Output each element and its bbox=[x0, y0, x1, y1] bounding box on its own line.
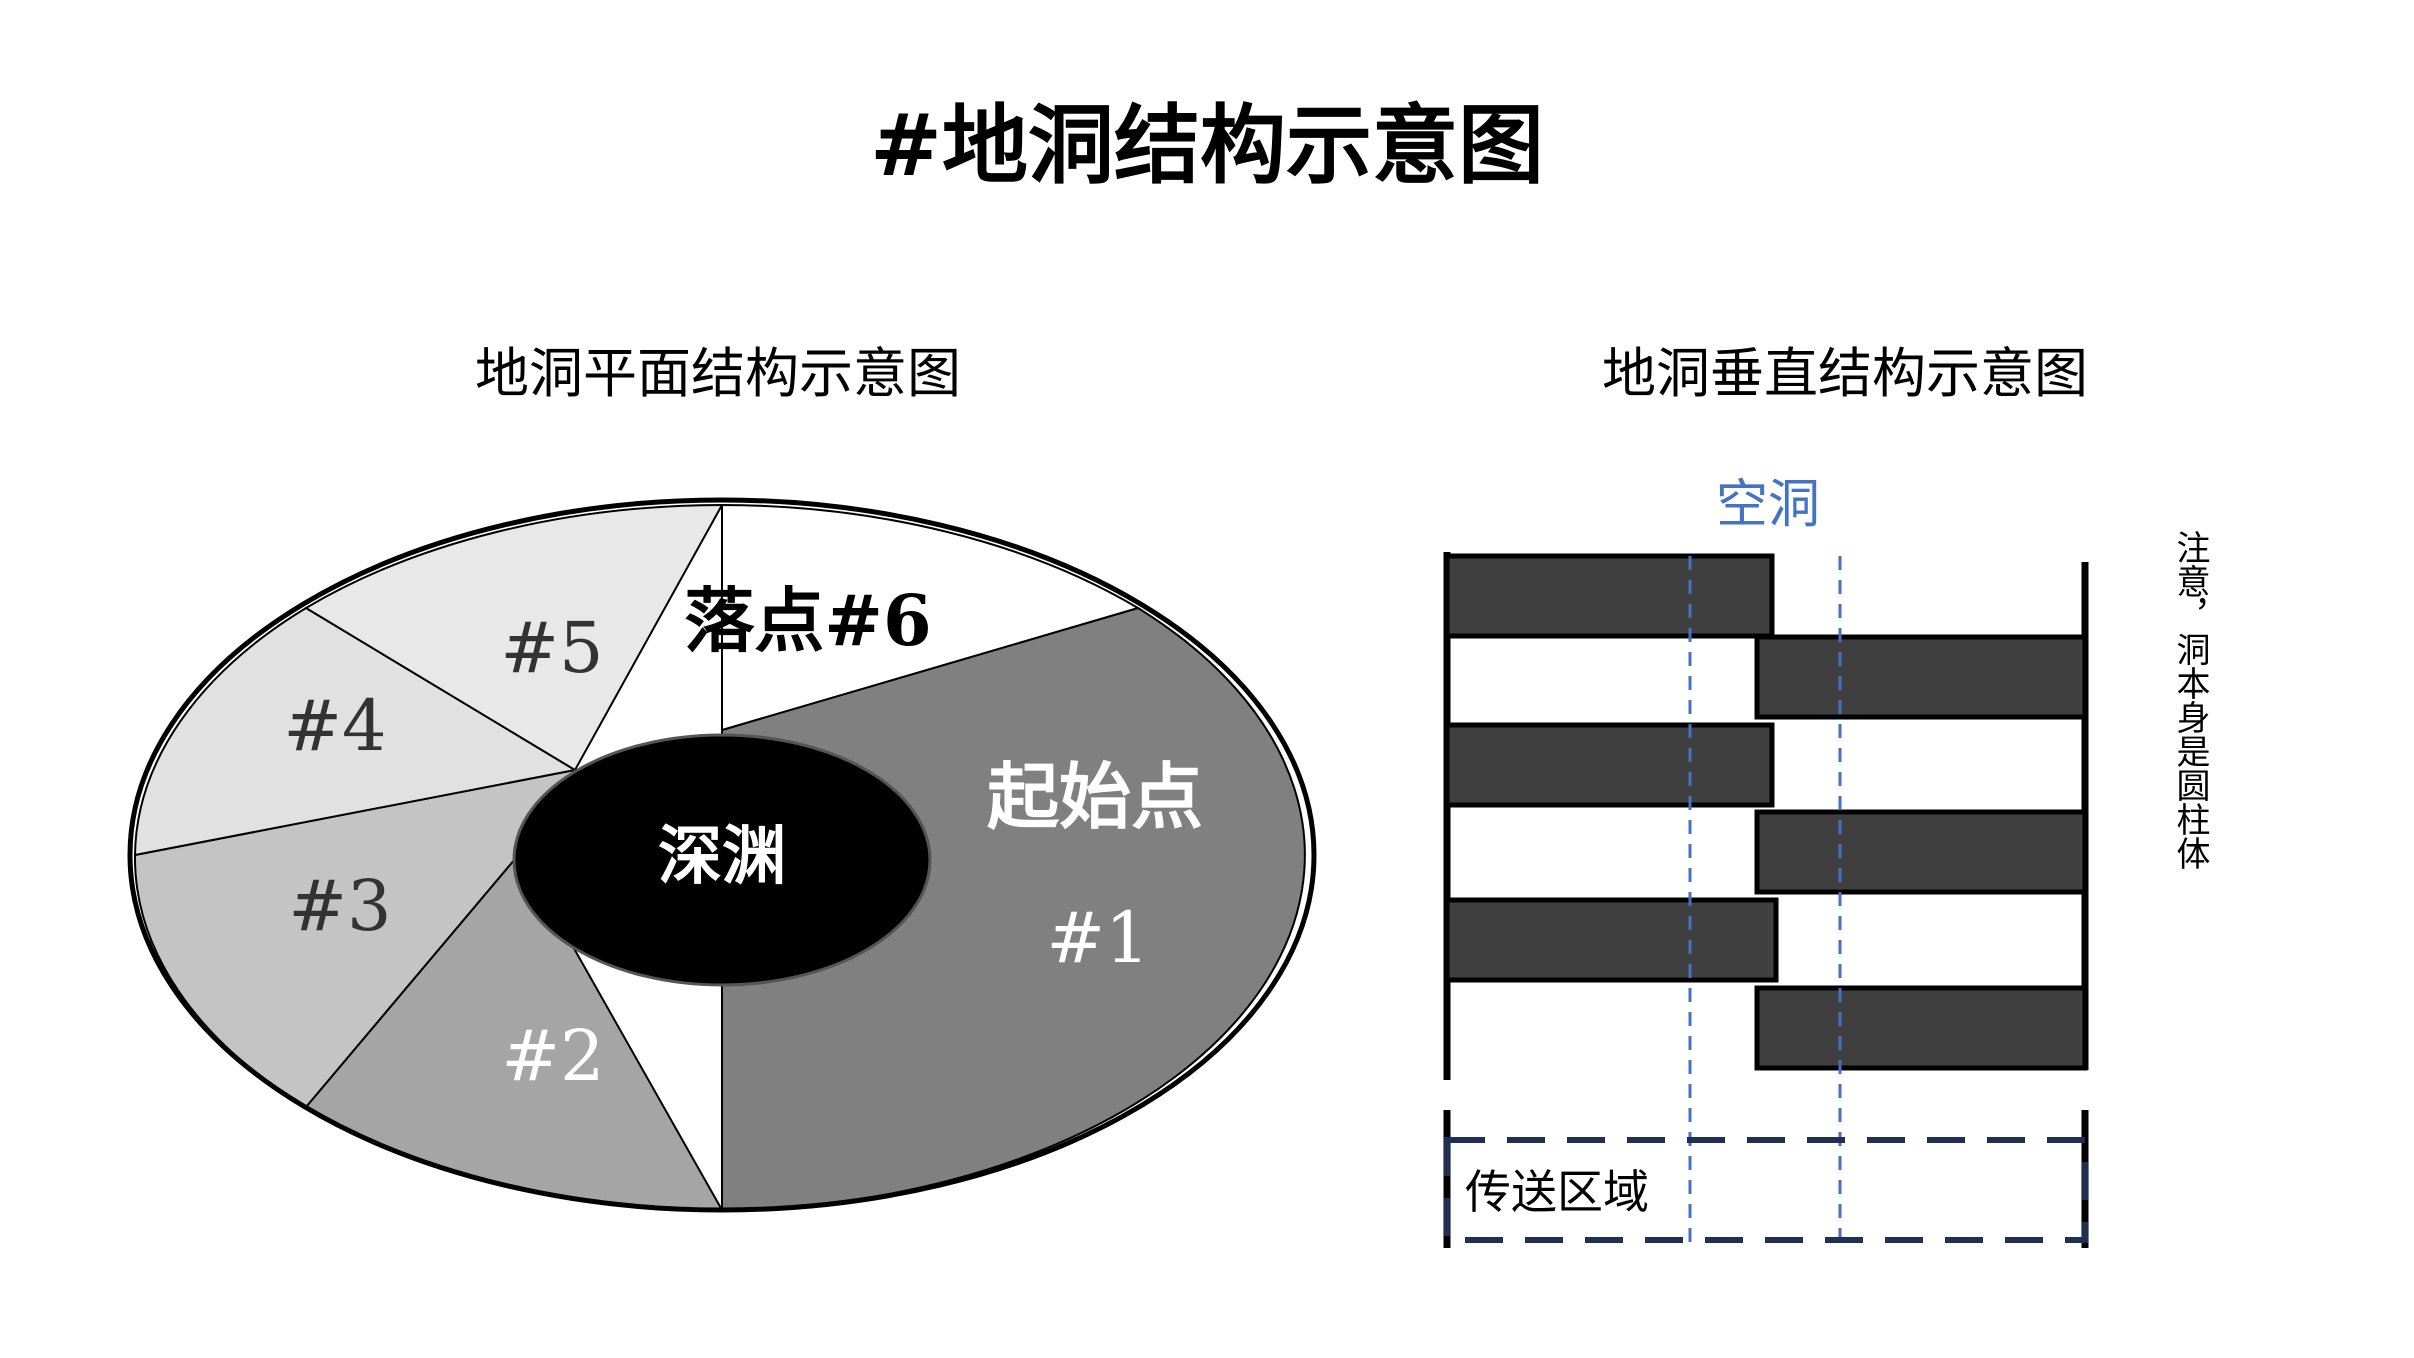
page-title: #地洞结构示意图 bbox=[870, 96, 1544, 196]
segment-5 bbox=[304, 503, 724, 772]
segment-6 bbox=[721, 503, 1141, 732]
segment-4 bbox=[133, 606, 578, 857]
platform-4 bbox=[1754, 809, 2088, 895]
segment-2-label: #2 bbox=[501, 1015, 604, 1097]
teleport-zone bbox=[1444, 1137, 2088, 1243]
platform-1 bbox=[1444, 553, 1775, 639]
teleport-label: 传送区域 bbox=[1465, 1165, 1649, 1219]
vertical-diagram: 空洞 传送区域 注意，洞本身是圆柱体 bbox=[1443, 475, 2210, 1250]
platform-2 bbox=[1754, 634, 2088, 720]
segment-5-label: #5 bbox=[500, 607, 603, 689]
plan-outer-ring bbox=[127, 497, 1317, 1213]
void-label: 空洞 bbox=[1716, 475, 1820, 535]
segment-1-start-label: 起始点 bbox=[987, 754, 1203, 839]
plan-subtitle: 地洞平面结构示意图 bbox=[475, 342, 961, 405]
plan-diagram: 深渊 起始点 #1 #2 #3 #4 #5 落点#6 bbox=[127, 497, 1317, 1213]
abyss-label: 深渊 bbox=[658, 819, 786, 894]
platform-3 bbox=[1444, 722, 1775, 808]
cylinder-note: 注意，洞本身是圆柱体 bbox=[2170, 530, 2210, 870]
segment-3-label: #3 bbox=[288, 865, 391, 947]
segment-6-label: 落点#6 bbox=[684, 579, 931, 662]
abyss bbox=[512, 733, 932, 987]
platform-5 bbox=[1444, 897, 1779, 983]
vertical-subtitle: 地洞垂直结构示意图 bbox=[1602, 342, 2088, 405]
segment-1-label: #1 bbox=[1046, 897, 1149, 979]
segment-4-label: #4 bbox=[283, 685, 386, 767]
platform-6 bbox=[1754, 985, 2088, 1071]
